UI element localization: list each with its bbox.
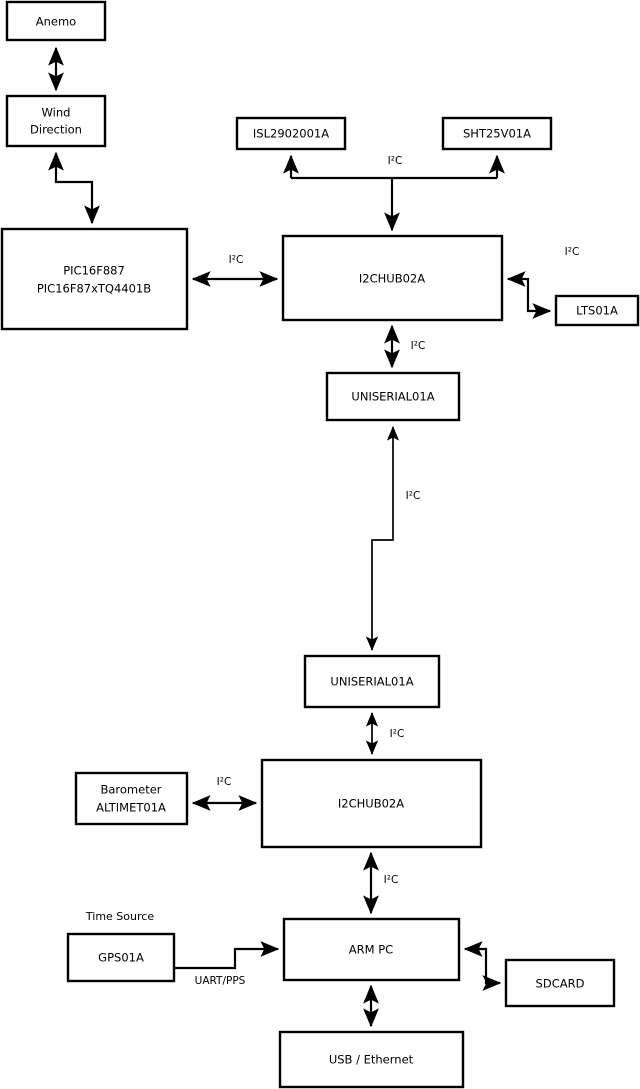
block-uniserial01a-top[interactable]: UNISERIAL01A <box>325 371 461 422</box>
edge-label-i2c-hub-lts: I²C <box>565 246 580 258</box>
block-uniserial01a-bottom-label: UNISERIAL01A <box>330 675 413 689</box>
connector-gps01a-arm-pc[interactable] <box>174 941 280 970</box>
block-sht25v01a-box[interactable] <box>441 116 553 151</box>
block-i2chub02a-top[interactable]: I2CHUB02A <box>281 234 504 322</box>
connector-wind-direction-pic[interactable] <box>48 151 100 225</box>
block-anemo-label: Anemo <box>36 15 76 29</box>
block-uniserial01a-bottom[interactable]: UNISERIAL01A <box>303 654 441 709</box>
block-i2chub02a-bottom-label: I2CHUB02A <box>338 797 404 811</box>
block-anemo[interactable]: Anemo <box>5 0 107 42</box>
block-sdcard[interactable]: SDCARD <box>504 958 616 1008</box>
edge-label-uart-pps: UART/PPS <box>195 975 246 987</box>
block-pic-label-line2: PIC16F87xTQ4401B <box>37 282 151 296</box>
block-pic-label: PIC16F887 <box>63 264 125 278</box>
block-arm-pc-box[interactable] <box>282 917 461 982</box>
block-wind-direction[interactable]: Wind Direction <box>5 94 107 148</box>
block-usb-ethernet[interactable]: USB / Ethernet <box>278 1030 465 1089</box>
block-sht25v01a[interactable]: SHT25V01A <box>441 116 553 151</box>
block-arm-pc-label: ARM PC <box>349 943 393 957</box>
block-lts01a-label: LTS01A <box>576 304 618 318</box>
block-usb-ethernet-label: USB / Ethernet <box>329 1053 414 1067</box>
block-lts01a[interactable]: LTS01A <box>554 294 640 327</box>
connector-uniserial-top-uniserial-bottom[interactable] <box>365 425 400 652</box>
block-i2chub02a-top-box[interactable] <box>281 234 504 322</box>
block-lts01a-box[interactable] <box>554 294 640 327</box>
block-gps01a-box[interactable] <box>66 932 176 983</box>
edge-label-i2c-pic-hub: I²C <box>229 254 244 266</box>
block-isl2902001a-box[interactable] <box>235 116 347 151</box>
block-isl2902001a[interactable]: ISL2902001A <box>235 116 347 151</box>
edge-label-i2c-sensors: I²C <box>388 155 403 167</box>
block-sdcard-label: SDCARD <box>536 977 585 991</box>
block-isl2902001a-label: ISL2902001A <box>253 127 329 141</box>
block-barometer-label-line2: ALTIMET01A <box>96 801 166 815</box>
label-time-source: Time Source <box>85 910 154 923</box>
block-sdcard-box[interactable] <box>504 958 616 1008</box>
block-uniserial01a-bottom-box[interactable] <box>303 654 441 709</box>
edge-label-i2c-barometer-hub2: I²C <box>217 776 232 788</box>
block-gps01a[interactable]: GPS01A <box>66 932 176 983</box>
connector-i2chub-top-lts01a[interactable] <box>506 271 552 319</box>
block-wind-direction-box[interactable] <box>5 94 107 148</box>
block-wind-direction-label: Wind <box>42 106 71 120</box>
block-barometer-label: Barometer <box>100 783 161 797</box>
edge-label-i2c-uniserial-hub2: I²C <box>390 728 405 740</box>
block-gps01a-label: GPS01A <box>98 951 144 965</box>
block-i2chub02a-bottom-box[interactable] <box>260 758 483 849</box>
edge-label-i2c-hub2-arm: I²C <box>384 874 399 886</box>
block-i2chub02a-top-label: I2CHUB02A <box>359 272 425 286</box>
block-wind-direction-label-line2: Direction <box>30 123 82 137</box>
block-uniserial01a-top-label: UNISERIAL01A <box>351 390 434 404</box>
block-uniserial01a-top-box[interactable] <box>325 371 461 422</box>
block-arm-pc[interactable]: ARM PC <box>282 917 461 982</box>
block-pic[interactable]: PIC16F887 PIC16F87xTQ4401B <box>0 227 189 331</box>
edge-label-i2c-hub-uniserial: I²C <box>411 340 426 352</box>
block-anemo-box[interactable] <box>5 0 107 42</box>
connector-arm-pc-sdcard[interactable] <box>463 941 502 991</box>
block-pic-box[interactable] <box>0 227 189 331</box>
edge-label-i2c-uniserial-link: I²C <box>406 490 421 502</box>
block-barometer-box[interactable] <box>74 771 189 826</box>
block-barometer[interactable]: Barometer ALTIMET01A <box>74 771 189 826</box>
block-i2chub02a-bottom[interactable]: I2CHUB02A <box>260 758 483 849</box>
block-sht25v01a-label: SHT25V01A <box>463 127 531 141</box>
block-usb-ethernet-box[interactable] <box>278 1030 465 1089</box>
